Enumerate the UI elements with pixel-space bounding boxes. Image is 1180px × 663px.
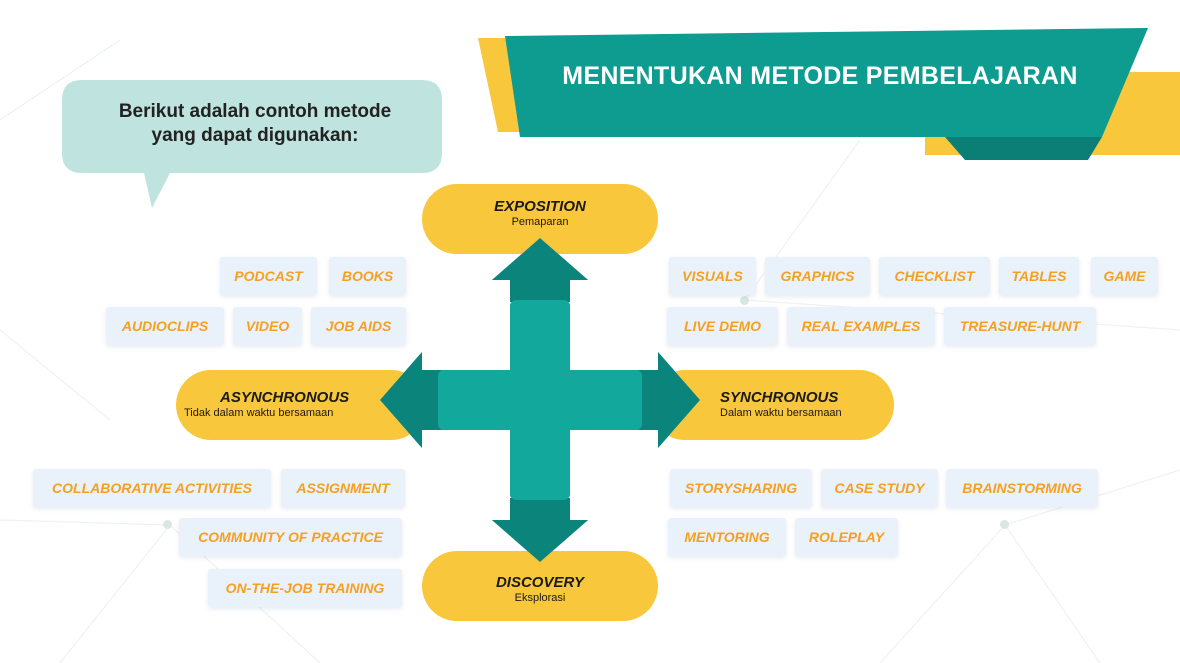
method-chip-assignment: ASSIGNMENT [281,469,405,507]
speech-bubble [62,80,442,208]
bubble-line-2: yang dapat digunakan: [151,125,359,146]
quadrant-discovery: DISCOVERY Eksplorasi [422,551,658,621]
method-chip-on-the-job-training: ON-THE-JOB TRAINING [208,569,402,607]
method-chip-podcast: PODCAST [220,257,317,295]
quadrant-subtitle: Tidak dalam waktu bersamaan [184,407,334,419]
method-chip-tables: TABLES [999,257,1079,295]
quadrant-subtitle: Pemaparan [511,216,569,228]
method-chip-books: BOOKS [329,257,406,295]
quadrant-subtitle: Dalam waktu bersamaan [720,407,842,419]
quadrant-exposition: EXPOSITION Pemaparan [422,184,658,254]
quadrant-asynchronous: ASYNCHRONOUS Tidak dalam waktu bersamaan [176,370,426,440]
quadrant-title: SYNCHRONOUS [720,389,839,406]
network-dot [740,296,749,305]
method-chip-storysharing: STORYSHARING [670,469,812,507]
method-chip-video: VIDEO [233,307,302,345]
method-chip-audioclips: AUDIOCLIPS [106,307,224,345]
method-chip-real-examples: REAL EXAMPLES [787,307,935,345]
quadrant-title: DISCOVERY [495,574,585,591]
network-dot [163,520,172,529]
page-title: MENENTUKAN METODE PEMBELAJARAN [562,62,1078,90]
method-chip-brainstorming: BRAINSTORMING [946,469,1098,507]
method-chip-roleplay: ROLEPLAY [795,518,898,556]
method-chip-game: GAME [1091,257,1158,295]
title-banner [478,28,1180,160]
bubble-line-1: Berikut adalah contoh metode [118,101,392,122]
method-chip-collaborative-activities: COLLABORATIVE ACTIVITIES [33,469,271,507]
speech-bubble-text: Berikut adalah contoh metode yang dapat … [80,100,430,148]
quadrant-title: ASYNCHRONOUS [220,389,350,406]
method-chip-live-demo: LIVE DEMO [667,307,778,345]
method-chip-community-of-practice: COMMUNITY OF PRACTICE [179,518,402,556]
quadrant-title: EXPOSITION [494,198,586,215]
quadrant-subtitle: Eksplorasi [514,592,566,604]
method-chip-job-aids: JOB AIDS [311,307,406,345]
method-chip-graphics: GRAPHICS [765,257,870,295]
method-chip-treasure-hunt: TREASURE-HUNT [944,307,1096,345]
quadrant-synchronous: SYNCHRONOUS Dalam waktu bersamaan [650,370,894,440]
method-chip-mentoring: MENTORING [668,518,786,556]
method-chip-visuals: VISUALS [669,257,756,295]
network-dot [1000,520,1009,529]
method-chip-case-study: CASE STUDY [821,469,938,507]
method-chip-checklist: CHECKLIST [879,257,990,295]
